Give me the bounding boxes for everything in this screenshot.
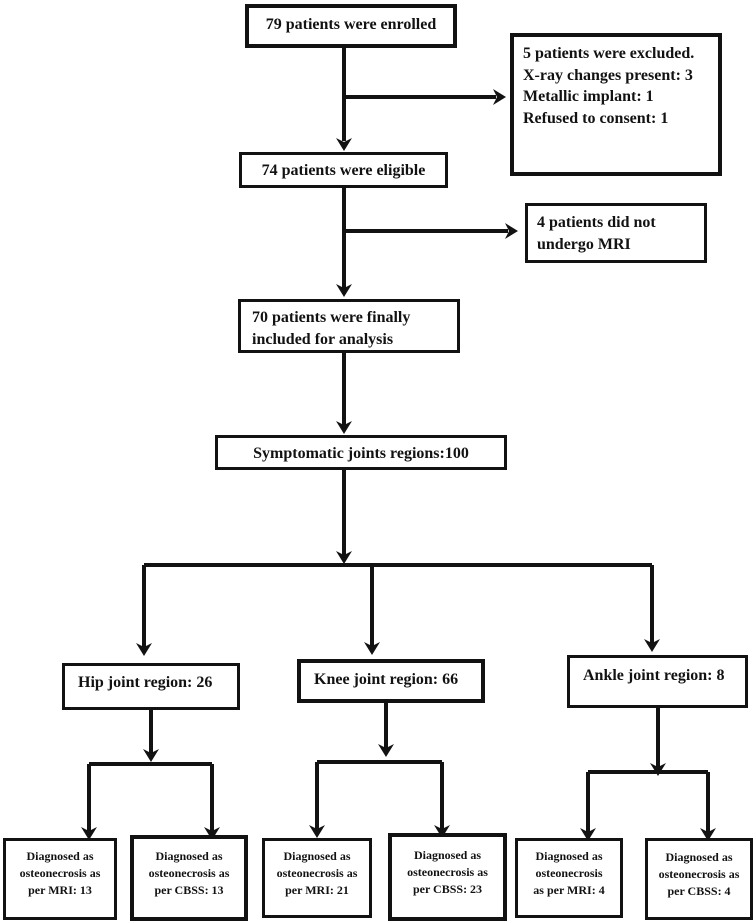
box-ankle-cbss: Diagnosed as osteonecrosis as per CBSS: …	[645, 838, 753, 920]
box-included: 70 patients were finally included for an…	[238, 299, 460, 353]
box-ankle-mri-line3: as per MRI: 4	[533, 882, 605, 897]
box-hip-region: Hip joint region: 26	[62, 663, 240, 710]
box-hip-mri-line1: Diagnosed as	[26, 849, 94, 863]
box-no-mri: 4 patients did not undergo MRI	[525, 203, 707, 263]
box-knee-region: Knee joint region: 66	[297, 659, 485, 703]
box-no-mri-line1: 4 patients did not	[537, 214, 656, 231]
box-hip-mri-line2: osteonecrosis as	[19, 865, 101, 880]
box-symptomatic-joints: Symptomatic joints regions:100	[215, 435, 507, 470]
box-included-line2: included for analysis	[252, 330, 394, 348]
box-hip-cbss-line1: Diagnosed as	[155, 849, 223, 863]
box-knee-mri: Diagnosed as osteonecrosis as per MRI: 2…	[262, 838, 372, 918]
box-ankle-mri: Diagnosed as osteonecrosis as per MRI: 4	[515, 838, 623, 918]
box-eligible: 74 patients were eligible	[239, 152, 448, 188]
box-hip-text: Hip joint region: 26	[78, 674, 213, 691]
box-excluded-line2: X-ray changes present: 3	[523, 66, 693, 84]
box-ankle-cbss-line2: osteonecrosis as	[658, 866, 740, 881]
box-hip-cbss: Diagnosed as osteonecrosis as per CBSS: …	[130, 835, 248, 921]
box-knee-cbss-line3: per CBSS: 23	[412, 881, 483, 896]
connector-lines	[87, 48, 710, 832]
box-knee-cbss: Diagnosed as osteonecrosis as per CBSS: …	[388, 833, 507, 921]
box-ankle-cbss-line3: per CBSS: 4	[667, 883, 731, 898]
box-excluded-line4: Refused to consent: 1	[523, 109, 669, 127]
box-eligible-text: 74 patients were eligible	[261, 162, 426, 179]
box-knee-mri-line1: Diagnosed as	[283, 849, 351, 863]
box-enrolled-text: 79 patients were enrolled	[265, 16, 437, 33]
box-ankle-mri-line1: Diagnosed as	[535, 849, 603, 863]
box-knee-mri-line2: osteonecrosis as	[276, 865, 358, 880]
box-enrolled: 79 patients were enrolled	[245, 4, 457, 48]
box-ankle-region: Ankle joint region: 8	[567, 655, 748, 708]
box-ankle-mri-line2: osteonecrosis	[535, 865, 603, 880]
box-hip-cbss-line2: osteonecrosis as	[148, 865, 230, 880]
box-symptomatic-text: Symptomatic joints regions:100	[253, 445, 469, 462]
box-included-line1: 70 patients were finally	[252, 309, 411, 326]
box-hip-mri: Diagnosed as osteonecrosis as per MRI: 1…	[3, 838, 117, 920]
box-ankle-cbss-line1: Diagnosed as	[665, 850, 733, 864]
box-ankle-text: Ankle joint region: 8	[583, 667, 725, 684]
box-knee-text: Knee joint region: 66	[314, 671, 459, 688]
box-knee-cbss-line1: Diagnosed as	[413, 848, 481, 862]
box-hip-mri-line3: per MRI: 13	[28, 882, 92, 897]
box-excluded-line1: 5 patients were excluded.	[523, 45, 695, 62]
box-knee-mri-line3: per MRI: 21	[285, 882, 349, 897]
arrowheads	[81, 89, 716, 841]
box-knee-cbss-line2: osteonecrosis as	[407, 864, 488, 879]
box-hip-cbss-line3: per CBSS: 13	[154, 882, 224, 897]
box-excluded-line3: Metallic implant: 1	[523, 88, 654, 106]
box-excluded: 5 patients were excluded. X-ray changes …	[510, 33, 722, 176]
box-no-mri-line2: undergo MRI	[537, 235, 631, 253]
